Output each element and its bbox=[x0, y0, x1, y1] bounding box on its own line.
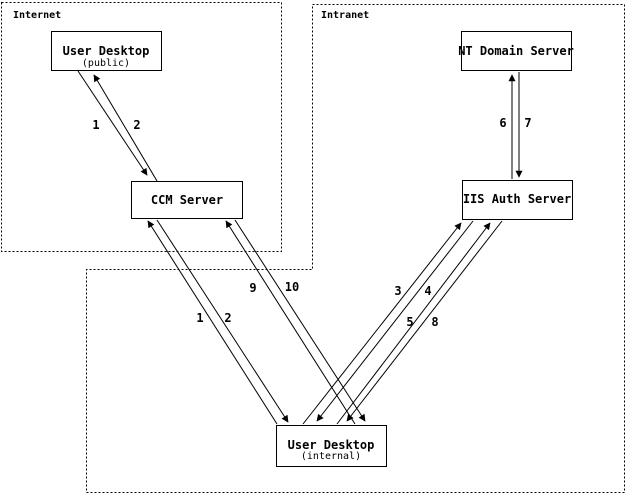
arrow-3-internal-desktop-to-iis bbox=[302, 222, 462, 425]
user-desktop-internal-title: User Desktop bbox=[287, 438, 375, 452]
flow-label-2-public: 2 bbox=[133, 118, 141, 132]
arrow-5-internal-desktop-to-iis bbox=[336, 222, 491, 425]
ccm-server-box bbox=[131, 181, 243, 219]
user-desktop-public-subtitle: (public) bbox=[81, 58, 131, 69]
user-desktop-internal-box bbox=[276, 425, 387, 467]
arrow-8-iis-to-internal-desktop bbox=[346, 220, 503, 422]
user-desktop-internal-subtitle: (internal) bbox=[300, 451, 362, 462]
arrow-10-ccm-to-internal-desktop bbox=[234, 219, 366, 422]
arrow-2-ccm-to-public-desktop bbox=[93, 74, 158, 182]
flow-label-5: 5 bbox=[406, 315, 414, 329]
arrow-9-internal-desktop-to-ccm bbox=[225, 220, 356, 425]
flow-label-1-public: 1 bbox=[92, 118, 100, 132]
arrow-1-public-desktop-to-ccm bbox=[77, 70, 148, 176]
flow-label-6: 6 bbox=[499, 116, 507, 130]
flow-label-8: 8 bbox=[431, 315, 439, 329]
flow-label-2-internal: 2 bbox=[224, 311, 232, 325]
internet-zone-label: Internet bbox=[13, 10, 62, 21]
arrow-4-iis-to-internal-desktop bbox=[316, 220, 474, 422]
arrow-1-internal-desktop-to-ccm bbox=[147, 220, 278, 425]
iis-auth-server-title: IIS Auth Server bbox=[462, 192, 572, 206]
iis-auth-server-box bbox=[462, 180, 573, 220]
ccm-server-title: CCM Server bbox=[150, 193, 224, 207]
user-desktop-public-title: User Desktop bbox=[62, 44, 150, 58]
flow-label-10: 10 bbox=[284, 280, 300, 294]
nt-domain-server-title: NT Domain Server bbox=[458, 44, 574, 58]
flow-label-3: 3 bbox=[394, 284, 402, 298]
intranet-zone-label: Intranet bbox=[321, 10, 370, 21]
user-desktop-public-box bbox=[51, 31, 162, 71]
internet-zone-outline bbox=[1, 2, 282, 252]
flow-label-1-internal: 1 bbox=[196, 311, 204, 325]
flow-label-4: 4 bbox=[424, 284, 432, 298]
flow-label-7: 7 bbox=[524, 116, 532, 130]
intranet-zone-outline bbox=[86, 4, 625, 493]
nt-domain-server-box bbox=[461, 31, 572, 71]
arrow-2-ccm-to-internal-desktop bbox=[156, 219, 289, 423]
flow-label-9: 9 bbox=[249, 281, 257, 295]
